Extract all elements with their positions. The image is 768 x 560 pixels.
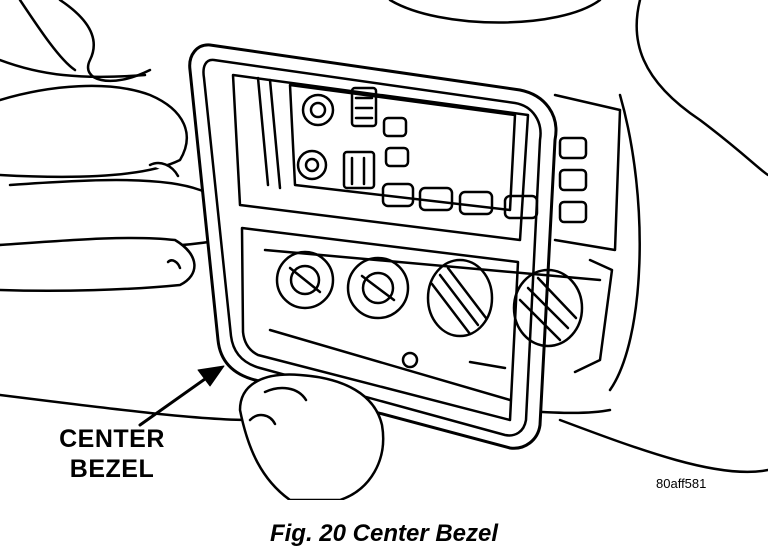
center-bezel-callout: CENTER BEZEL [52, 424, 172, 484]
panel-button [558, 168, 588, 192]
air-vent [512, 268, 584, 348]
center-bezel-inner-edge [202, 58, 542, 437]
upper-slider [350, 86, 378, 128]
control-panel [288, 83, 517, 212]
panel-button [558, 136, 588, 160]
panel-button [558, 200, 588, 224]
center-bezel [188, 43, 558, 450]
panel-button [381, 182, 415, 208]
dashboard-background [0, 0, 768, 474]
panel-button [382, 116, 408, 138]
technician-fist [238, 373, 385, 500]
lower-opening [240, 226, 520, 422]
callout-line-2: BEZEL [69, 455, 155, 483]
callout-arrowhead [197, 365, 225, 387]
panel-button [503, 194, 539, 220]
air-vent [426, 258, 494, 338]
callout-leader [138, 372, 214, 427]
center-bezel-illustration [0, 0, 768, 500]
callout-line-1: CENTER [59, 425, 165, 453]
reference-code: 80aff581 [656, 476, 707, 491]
panel-button [418, 186, 454, 212]
air-vent [275, 250, 335, 310]
panel-button [384, 146, 410, 168]
air-vent [346, 256, 410, 320]
upper-knob [301, 93, 335, 127]
lower-knob [296, 149, 328, 181]
upper-opening [231, 73, 530, 242]
figure-caption: Fig. 20 Center Bezel [269, 520, 499, 547]
slider-pair [342, 150, 376, 190]
panel-button [458, 190, 494, 216]
